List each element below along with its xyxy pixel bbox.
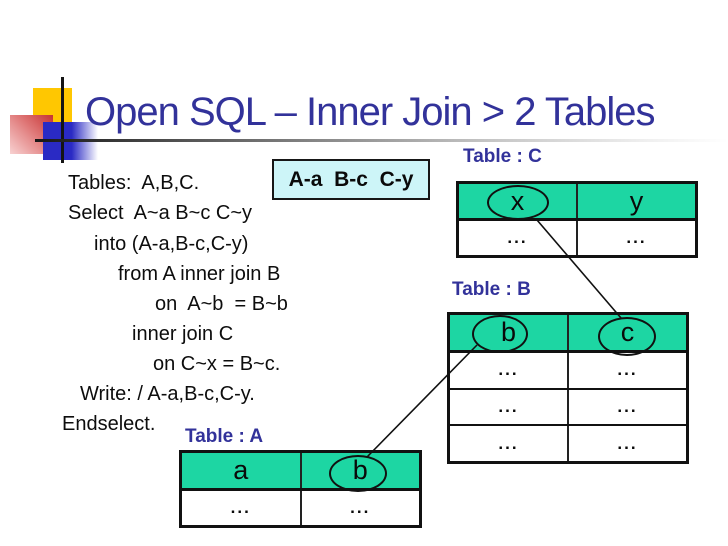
code-line-on-ab: on A~b = B~b xyxy=(155,293,288,315)
code-line-into: into (A-a,B-c,C-y) xyxy=(94,233,249,255)
circle-annotation-table-c-x xyxy=(487,185,549,220)
code-line-select: Select A~a B~c C~y xyxy=(68,202,252,224)
decoration-vertical-line xyxy=(61,77,64,163)
code-line-tables: Tables: A,B,C. xyxy=(68,172,200,194)
circle-annotation-table-b-b xyxy=(472,315,528,353)
table-a-cell: ... xyxy=(299,490,420,525)
table-b-cell: ... xyxy=(567,426,686,461)
circle-annotation-table-a-b xyxy=(329,455,387,492)
result-fields-callout: A-a B-c C-y xyxy=(272,159,430,200)
table-a: a b ... ... xyxy=(179,450,422,528)
code-line-write: Write: / A-a,B-c,C-y. xyxy=(80,383,255,405)
code-line-from: from A inner join B xyxy=(118,263,281,285)
code-line-on-cx: on C~x = B~c. xyxy=(153,353,281,375)
table-a-label: Table : A xyxy=(185,426,264,447)
table-b-row: ... ... xyxy=(450,352,686,388)
title-divider-line xyxy=(35,139,728,142)
circle-annotation-table-b-c xyxy=(598,317,656,356)
table-c-cell: ... xyxy=(507,228,528,247)
code-line-endselect: Endselect. xyxy=(62,413,156,435)
table-b-row: ... ... xyxy=(450,424,686,461)
table-a-cell: ... xyxy=(230,497,251,517)
table-b-cell: ... xyxy=(498,360,519,380)
table-b-cell: ... xyxy=(498,396,519,416)
code-line-innerjoin: inner join C xyxy=(132,323,234,345)
table-c-label: Table : C xyxy=(463,146,542,167)
table-b-row: ... ... xyxy=(450,387,686,425)
table-c-header-y: y xyxy=(576,184,695,218)
table-b-cell: ... xyxy=(498,433,519,453)
table-b-label: Table : B xyxy=(452,279,531,300)
table-a-header-a: a xyxy=(182,453,300,488)
table-b-cell: ... xyxy=(567,389,686,425)
table-a-row: ... ... xyxy=(182,490,420,525)
table-c-cell: ... xyxy=(576,221,695,255)
table-b-cell: ... xyxy=(567,352,686,388)
table-c-row: ... ... xyxy=(459,221,695,255)
slide-title: Open SQL – Inner Join > 2 Tables xyxy=(85,90,656,134)
